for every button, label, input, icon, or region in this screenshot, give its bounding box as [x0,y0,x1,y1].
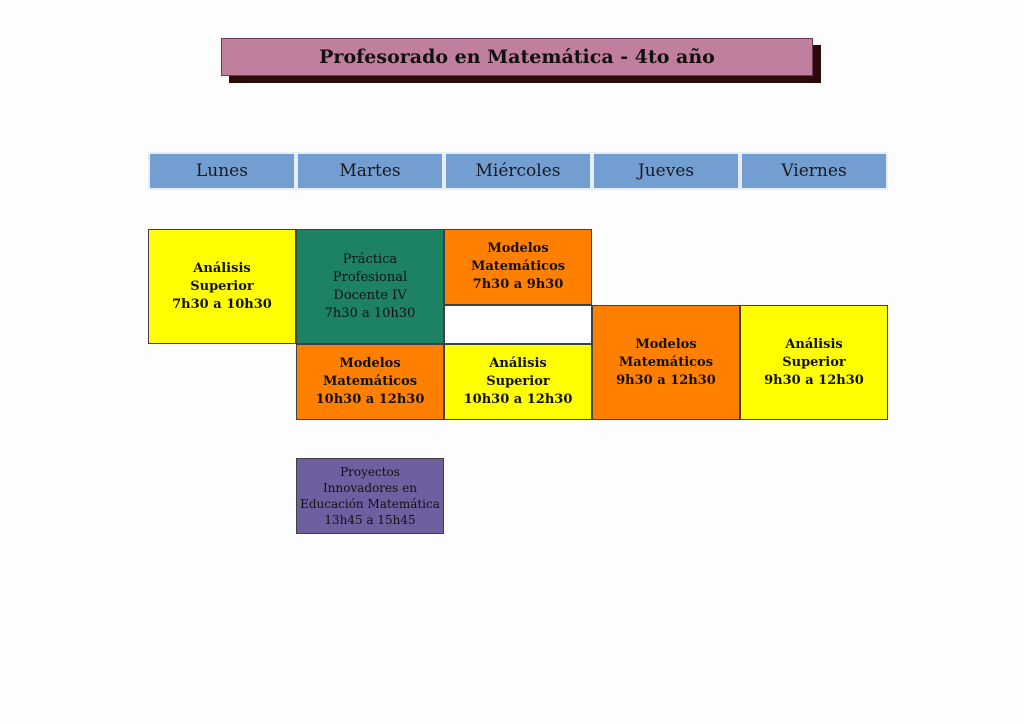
class-miercoles-modelos-matematicos: Modelos Matemáticos 7h30 a 9h30 [444,229,592,305]
class-jueves-modelos-matematicos: Modelos Matemáticos 9h30 a 12h30 [592,305,740,420]
day-header-miercoles: Miércoles [444,152,592,190]
class-martes-practica-profesional: Práctica Profesional Docente IV 7h30 a 1… [296,229,444,344]
day-header-viernes: Viernes [740,152,888,190]
class-miercoles-analisis-superior: Análisis Superior 10h30 a 12h30 [444,344,592,420]
class-martes-proyectos-innovadores: Proyectos Innovadores en Educación Matem… [296,458,444,534]
class-lunes-analisis-superior: Análisis Superior 7h30 a 10h30 [148,229,296,344]
day-header-martes: Martes [296,152,444,190]
empty-slot-miercoles [444,305,592,344]
page-title: Profesorado en Matemática - 4to año [221,38,813,76]
class-viernes-analisis-superior: Análisis Superior 9h30 a 12h30 [740,305,888,420]
day-header-jueves: Jueves [592,152,740,190]
class-martes-modelos-matematicos: Modelos Matemáticos 10h30 a 12h30 [296,344,444,420]
day-header-lunes: Lunes [148,152,296,190]
